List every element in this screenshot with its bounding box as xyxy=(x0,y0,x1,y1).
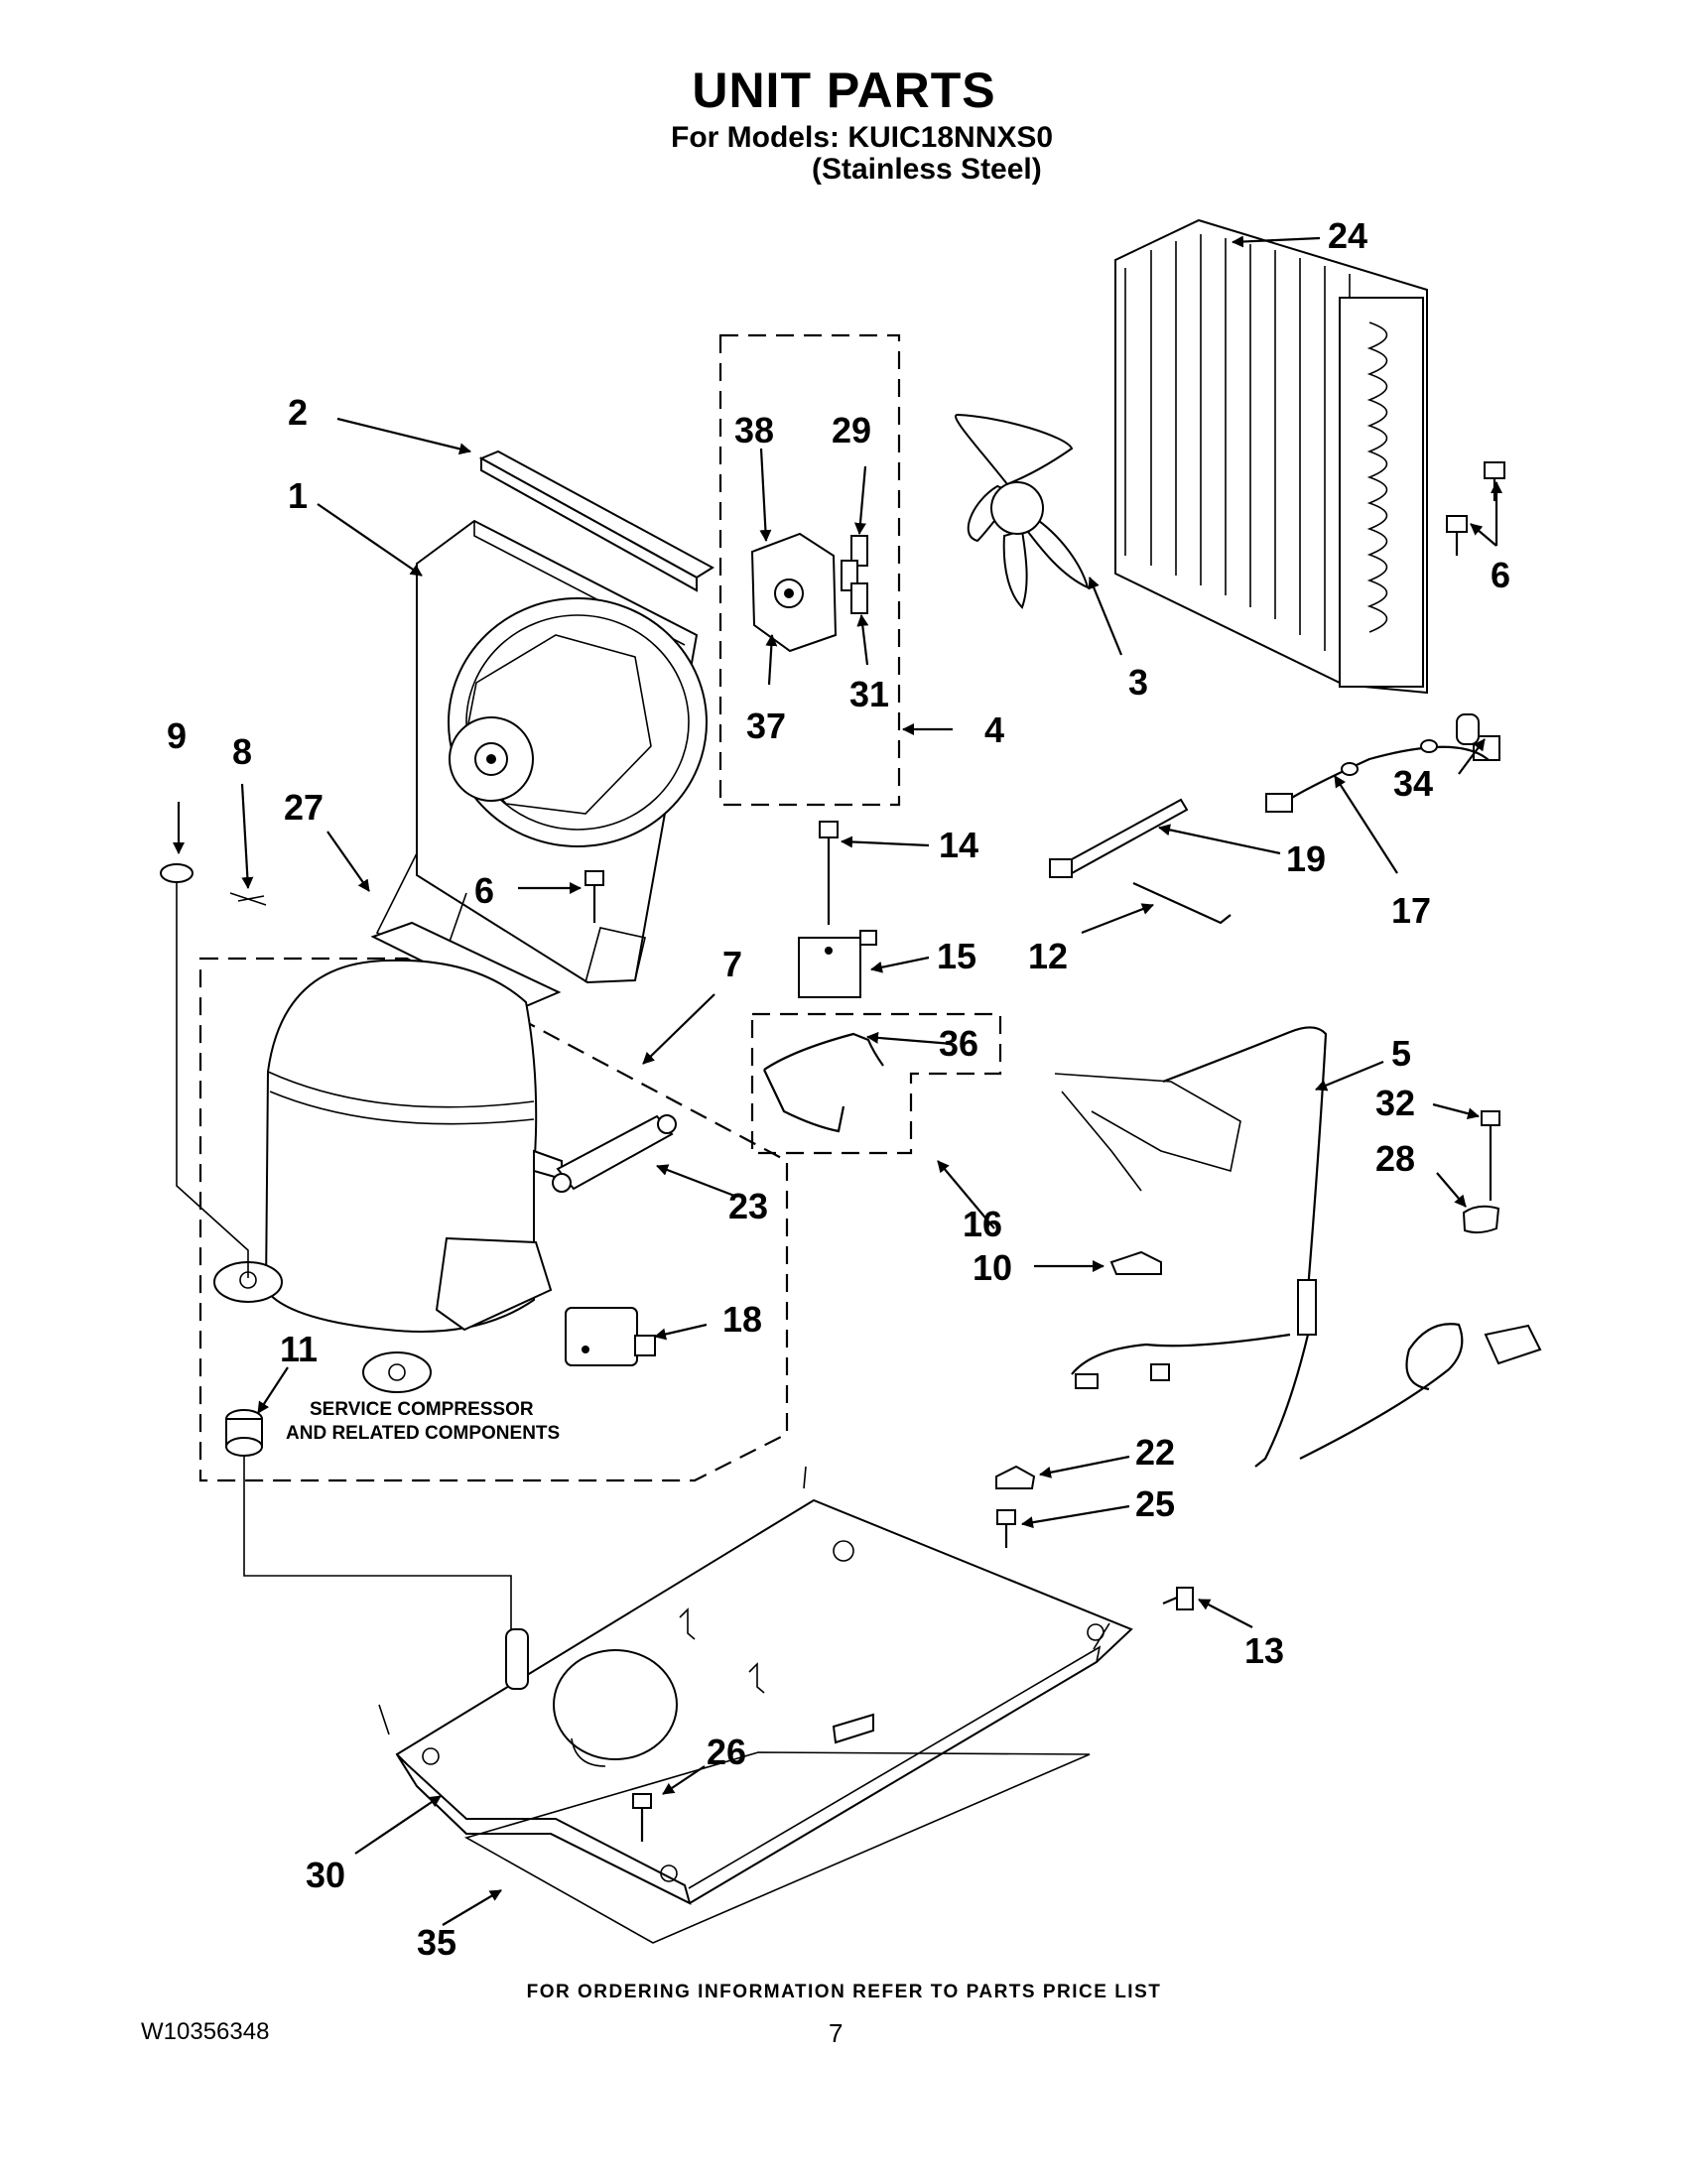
models-line: For Models: KUIC18NNXS0 xyxy=(671,121,1054,154)
page-title: UNIT PARTS xyxy=(692,63,996,118)
part-34-ferrite xyxy=(1456,713,1480,745)
callout-28: 28 xyxy=(1375,1138,1415,1179)
part-1-fan-shroud xyxy=(375,519,708,984)
part-4-group-box xyxy=(718,333,901,807)
leader-11 xyxy=(243,1457,512,1647)
callout-1: 1 xyxy=(288,475,308,516)
callout-31: 31 xyxy=(849,674,889,714)
leader-9 xyxy=(176,883,249,1278)
part-29-31-screws xyxy=(841,535,868,614)
variant-line: (Stainless Steel) xyxy=(812,153,1042,186)
document-number: W10356348 xyxy=(141,2018,270,2045)
leader-arrows xyxy=(173,235,1502,1926)
part-12-tube xyxy=(1132,881,1232,925)
callout-23: 23 xyxy=(728,1186,768,1226)
callout-15: 15 xyxy=(937,936,976,976)
callout-29: 29 xyxy=(832,410,871,450)
callout-34: 34 xyxy=(1393,763,1433,804)
part-2-strip xyxy=(478,450,714,592)
part-30-base-plate xyxy=(378,1466,1133,1905)
part-14-screw xyxy=(819,821,839,925)
part-15-relay xyxy=(798,930,877,998)
callout-6-left: 6 xyxy=(474,870,494,911)
part-26-screw xyxy=(632,1793,652,1842)
callout-22: 22 xyxy=(1135,1432,1175,1473)
service-note-line2: AND RELATED COMPONENTS xyxy=(286,1423,560,1444)
callout-19: 19 xyxy=(1286,838,1326,879)
page-number: 7 xyxy=(829,2018,844,2048)
callout-27: 27 xyxy=(284,787,324,828)
part-7-service-compressor-box xyxy=(198,957,789,1482)
part-23-drier xyxy=(552,1114,677,1193)
part-9-washer xyxy=(160,863,194,883)
callout-13: 13 xyxy=(1244,1630,1284,1671)
part-8-clip xyxy=(229,892,267,906)
part-24-condenser xyxy=(1114,218,1428,695)
part-19-cable-tie xyxy=(1049,798,1189,878)
part-3-fan-blade xyxy=(955,413,1090,609)
part-10-clip xyxy=(1109,1250,1162,1275)
callout-12: 12 xyxy=(1028,936,1068,976)
part-5-power-cord-harness xyxy=(1054,1026,1542,1468)
callout-17: 17 xyxy=(1391,890,1431,931)
part-11-grommet xyxy=(225,1409,263,1457)
callout-6-right: 6 xyxy=(1491,555,1510,595)
callout-7: 7 xyxy=(722,944,742,984)
part-38-fan-motor xyxy=(750,532,838,653)
callout-16: 16 xyxy=(963,1204,1002,1244)
part-36-bracket xyxy=(763,1032,884,1133)
callout-37: 37 xyxy=(746,706,786,746)
callout-32: 32 xyxy=(1375,1083,1415,1123)
part-35-insulation xyxy=(463,1751,1091,1944)
ordering-note: FOR ORDERING INFORMATION REFER TO PARTS … xyxy=(526,1982,1162,2002)
callout-5: 5 xyxy=(1391,1033,1411,1074)
callout-36: 36 xyxy=(939,1023,978,1064)
part-22-clamp xyxy=(995,1465,1036,1489)
callout-18: 18 xyxy=(722,1299,762,1340)
callout-8: 8 xyxy=(232,731,252,772)
part-32-screw xyxy=(1481,1110,1500,1201)
part-18-start-relay xyxy=(565,1307,656,1366)
callout-4: 4 xyxy=(984,709,1004,750)
part-13-screw xyxy=(1162,1587,1194,1610)
callout-35: 35 xyxy=(417,1922,456,1963)
callout-38: 38 xyxy=(734,410,774,450)
callout-14: 14 xyxy=(939,825,978,865)
callout-9: 9 xyxy=(167,715,187,756)
part-6-screw-left xyxy=(584,870,604,923)
callout-3: 3 xyxy=(1128,662,1148,703)
callout-labels: 2 1 38 29 3 24 6 31 37 4 9 8 27 6 14 19 … xyxy=(167,215,1510,1963)
callout-30: 30 xyxy=(306,1855,345,1895)
callout-2: 2 xyxy=(288,392,308,433)
callout-25: 25 xyxy=(1135,1483,1175,1524)
callout-11: 11 xyxy=(280,1329,318,1369)
callout-24: 24 xyxy=(1328,215,1367,256)
part-17-harness xyxy=(1265,735,1500,813)
part-16-group-box xyxy=(750,1012,1002,1155)
compressor xyxy=(213,959,563,1393)
part-28-clamp xyxy=(1462,1205,1500,1234)
callout-10: 10 xyxy=(973,1247,1012,1288)
callout-26: 26 xyxy=(707,1732,746,1772)
part-25-screw xyxy=(996,1509,1016,1548)
service-note-line1: SERVICE COMPRESSOR xyxy=(310,1399,534,1420)
